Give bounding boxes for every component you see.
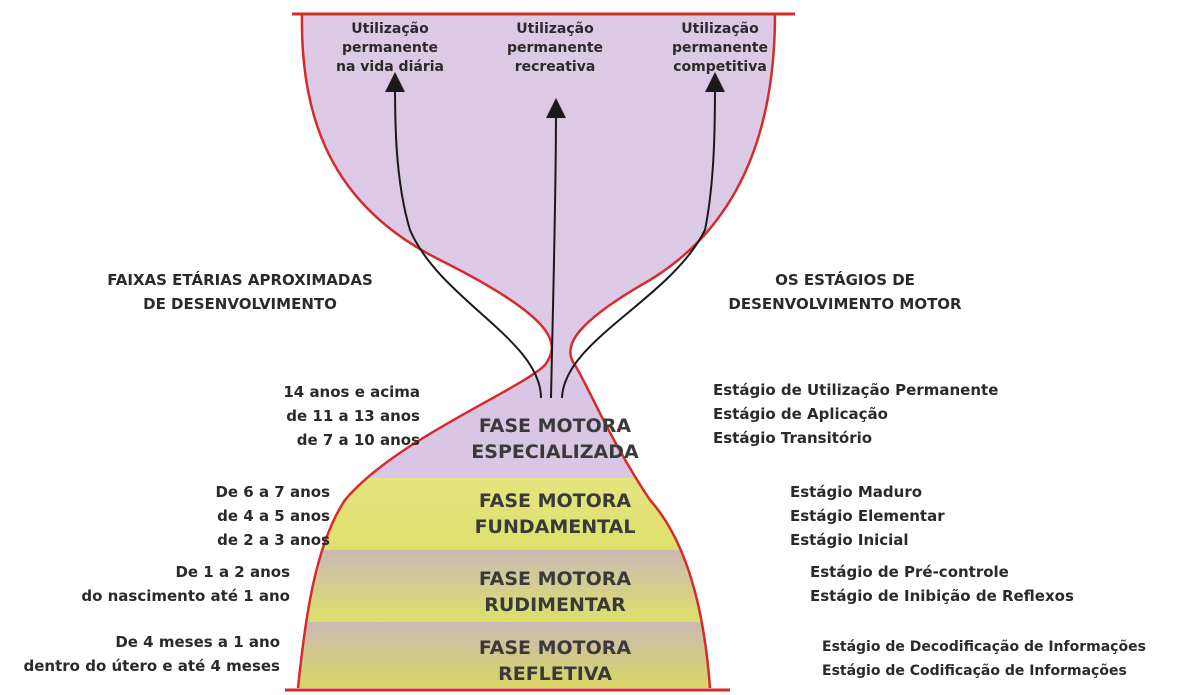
stage-name: Estágio Inicial (790, 531, 909, 549)
arrows (385, 72, 725, 399)
stages-fundamental: Estágio Maduro Estágio Elementar Estágio… (790, 480, 1010, 552)
phase-name-line: REFLETIVA (498, 663, 612, 685)
ages-rudimentary: De 1 a 2 anos do nascimento até 1 ano (40, 560, 290, 608)
stage-name: Estágio Transitório (713, 429, 873, 447)
phase-name-line: RUDIMENTAR (484, 594, 626, 616)
stage-name: Estágio de Aplicação (713, 405, 888, 423)
top-use-competitive: Utilização permanente competitiva (645, 20, 795, 77)
ages-fundamental: De 6 a 7 anos de 4 a 5 anos de 2 a 3 ano… (110, 480, 330, 552)
heading-line: FAIXAS ETÁRIAS APROXIMADAS (107, 271, 373, 289)
stage-name: Estágio de Utilização Permanente (713, 381, 999, 399)
phase-specialized: FASE MOTORA ESPECIALIZADA (430, 413, 680, 465)
age-range: de 11 a 13 anos (286, 407, 420, 425)
stage-name: Estágio de Inibição de Reflexos (810, 587, 1074, 605)
top-use-recreative: Utilização permanente recreativa (480, 20, 630, 77)
age-range: do nascimento até 1 ano (81, 587, 290, 605)
band-reflexive (298, 622, 775, 688)
age-range: 14 anos e acima (283, 383, 420, 401)
stage-name: Estágio de Pré-controle (810, 563, 1009, 581)
stages-reflexive: Estágio de Decodificação de Informações … (822, 635, 1182, 683)
ages-reflexive: De 4 meses a 1 ano dentro do útero e até… (5, 630, 280, 678)
top-use-line: Utilização (681, 21, 759, 37)
top-use-line: Utilização (516, 21, 594, 37)
left-heading: FAIXAS ETÁRIAS APROXIMADAS DE DESENVOLVI… (85, 268, 395, 316)
heading-line: DESENVOLVIMENTO MOTOR (728, 295, 962, 313)
stage-name: Estágio Elementar (790, 507, 945, 525)
top-use-line: competitiva (673, 59, 767, 75)
stage-name: Estágio de Codificação de Informações (822, 663, 1127, 679)
top-use-line: recreativa (514, 59, 596, 75)
heading-line: DE DESENVOLVIMENTO (143, 295, 337, 313)
right-heading: OS ESTÁGIOS DE DESENVOLVIMENTO MOTOR (700, 268, 990, 316)
age-range: De 1 a 2 anos (175, 563, 290, 581)
top-use-line: permanente (341, 40, 439, 56)
age-range: De 6 a 7 anos (215, 483, 330, 501)
arrow-daily-life (385, 72, 542, 399)
phase-name-line: FUNDAMENTAL (474, 516, 636, 538)
phase-name-line: FASE MOTORA (478, 637, 632, 659)
age-range: dentro do útero e até 4 meses (23, 657, 280, 675)
top-use-line: na vida diária (336, 59, 444, 75)
phase-reflexive: FASE MOTORA REFLETIVA (430, 635, 680, 687)
phase-name-line: FASE MOTORA (478, 490, 632, 512)
ages-specialized: 14 anos e acima de 11 a 13 anos de 7 a 1… (200, 380, 420, 452)
stage-name: Estágio Maduro (790, 483, 923, 501)
top-use-line: permanente (671, 40, 769, 56)
phase-name-line: FASE MOTORA (478, 415, 632, 437)
stage-name: Estágio de Decodificação de Informações (822, 639, 1146, 655)
age-range: de 2 a 3 anos (217, 531, 330, 549)
phase-fundamental: FASE MOTORA FUNDAMENTAL (430, 488, 680, 540)
arrow-recreative (545, 98, 566, 399)
phase-name-line: FASE MOTORA (478, 568, 632, 590)
stages-specialized: Estágio de Utilização Permanente Estágio… (713, 378, 1033, 450)
age-range: De 4 meses a 1 ano (115, 633, 280, 651)
arrow-competitive (561, 72, 725, 399)
top-use-daily-life: Utilização permanente na vida diária (315, 20, 465, 77)
phase-rudimentary: FASE MOTORA RUDIMENTAR (430, 566, 680, 618)
top-use-line: permanente (506, 40, 604, 56)
phase-name-line: ESPECIALIZADA (471, 441, 639, 463)
stages-rudimentary: Estágio de Pré-controle Estágio de Inibi… (810, 560, 1100, 608)
top-use-line: Utilização (351, 21, 429, 37)
age-range: de 7 a 10 anos (296, 431, 420, 449)
age-range: de 4 a 5 anos (217, 507, 330, 525)
heading-line: OS ESTÁGIOS DE (775, 271, 915, 289)
